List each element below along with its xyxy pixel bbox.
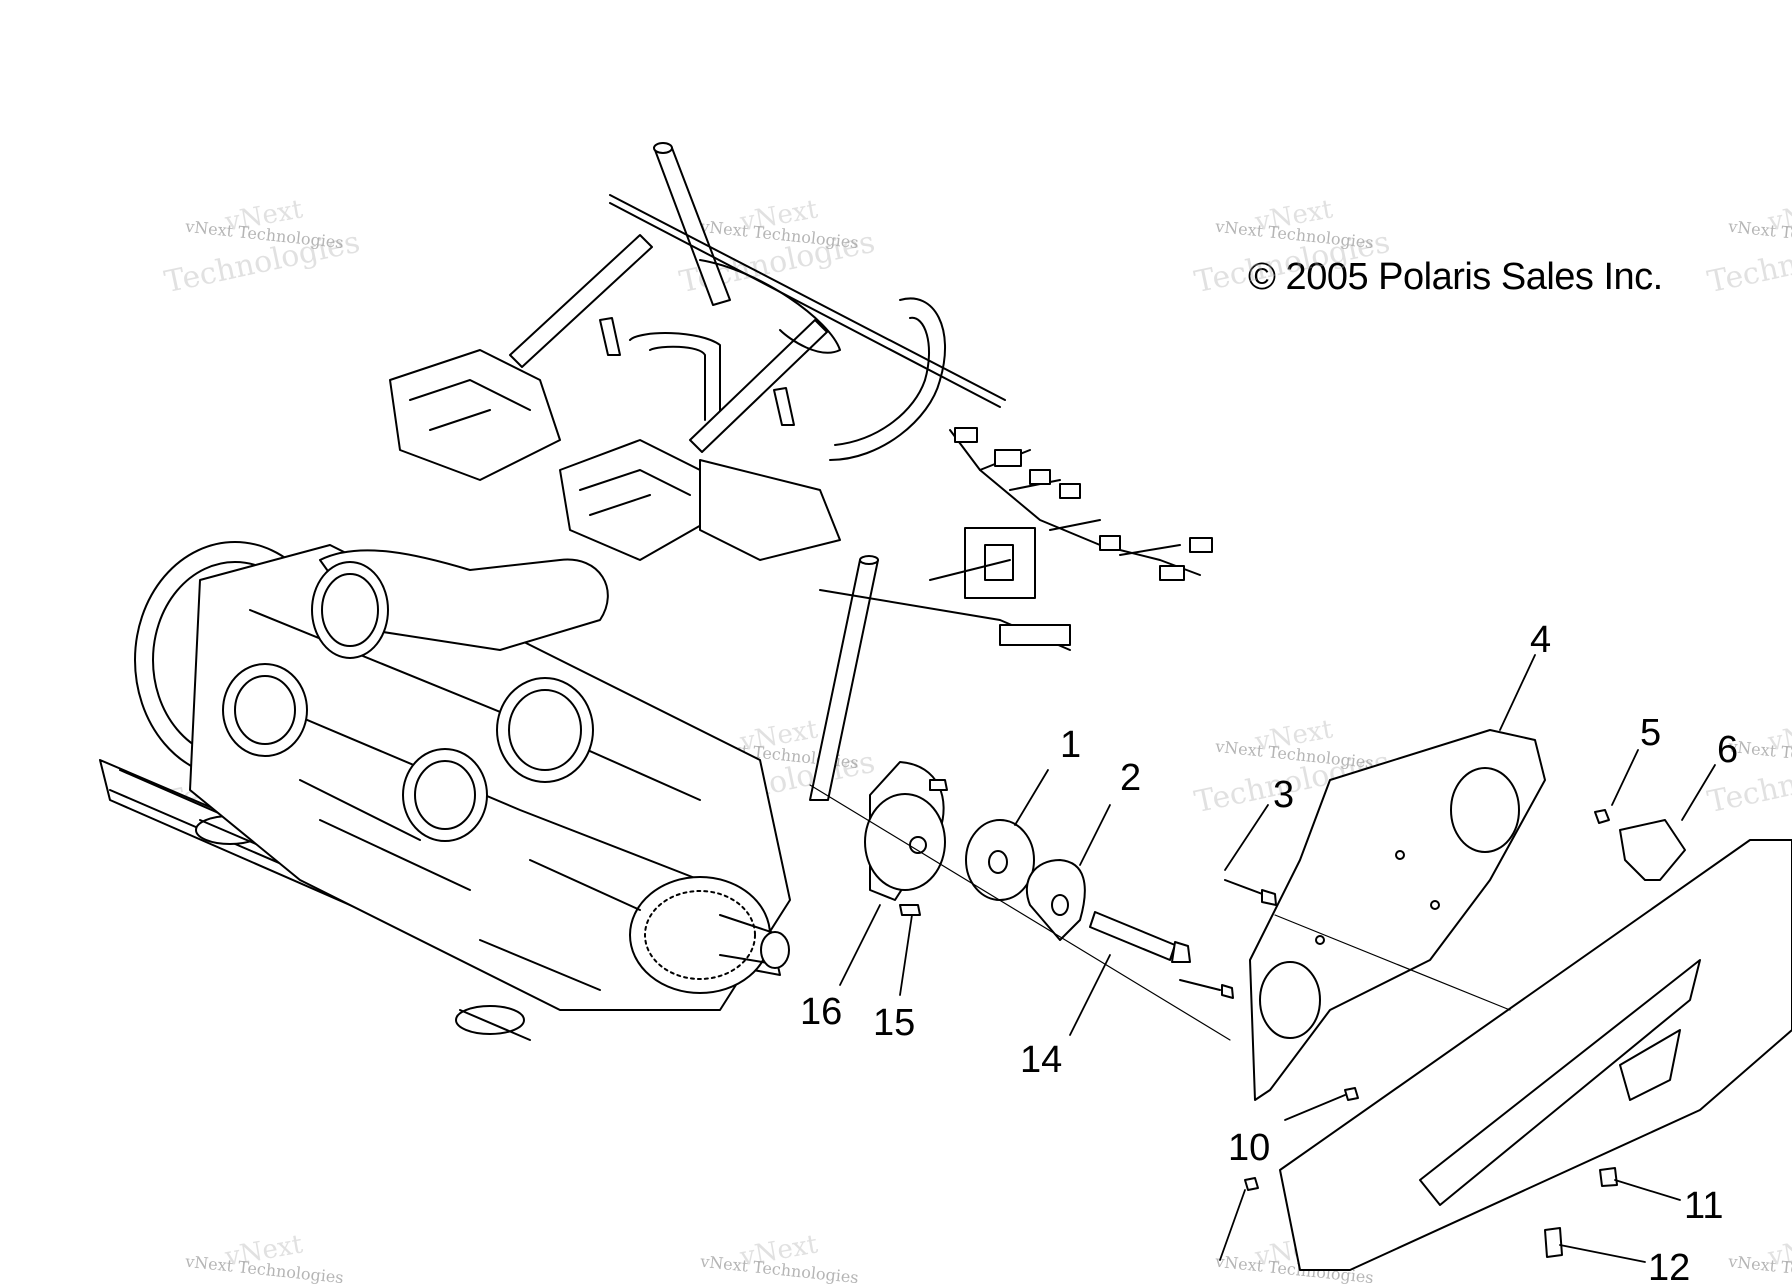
engine-mount <box>864 761 948 901</box>
copyright-notice: © 2005 Polaris Sales Inc. <box>1248 256 1663 298</box>
washer-2 <box>1025 859 1086 941</box>
callout-11: 11 <box>1684 1185 1723 1227</box>
nut-10 <box>1344 1087 1359 1101</box>
clip-6 <box>1619 819 1686 881</box>
side-bracket <box>1279 839 1792 1271</box>
callout-12: 12 <box>1648 1247 1690 1280</box>
bolt-14 <box>1089 911 1191 963</box>
assembly-centerline <box>809 784 1231 1041</box>
callout-5: 5 <box>1640 712 1661 754</box>
callout-15: 15 <box>873 1002 915 1044</box>
washer-1 <box>965 819 1035 901</box>
wiring-harness <box>819 427 1213 651</box>
callout-14: 14 <box>1020 1039 1062 1081</box>
callout-2: 2 <box>1120 757 1141 799</box>
nut-10b <box>1244 1177 1259 1191</box>
assembly-centerline <box>1274 914 1511 1011</box>
pin-3 <box>1179 879 1277 999</box>
bolt-12 <box>1544 1227 1563 1258</box>
callout-6: 6 <box>1717 729 1738 771</box>
nut-5 <box>1594 809 1610 824</box>
callout-4: 4 <box>1530 619 1551 661</box>
callout-1: 1 <box>1060 724 1081 766</box>
engine-assembly <box>99 142 1006 1041</box>
callout-leaders <box>839 654 1716 1263</box>
mount-plate <box>1249 729 1546 1101</box>
spacer-11 <box>1599 1167 1618 1187</box>
callout-3: 3 <box>1273 774 1294 816</box>
callout-16: 16 <box>800 991 842 1033</box>
stud <box>899 904 921 916</box>
callout-10: 10 <box>1228 1127 1270 1169</box>
